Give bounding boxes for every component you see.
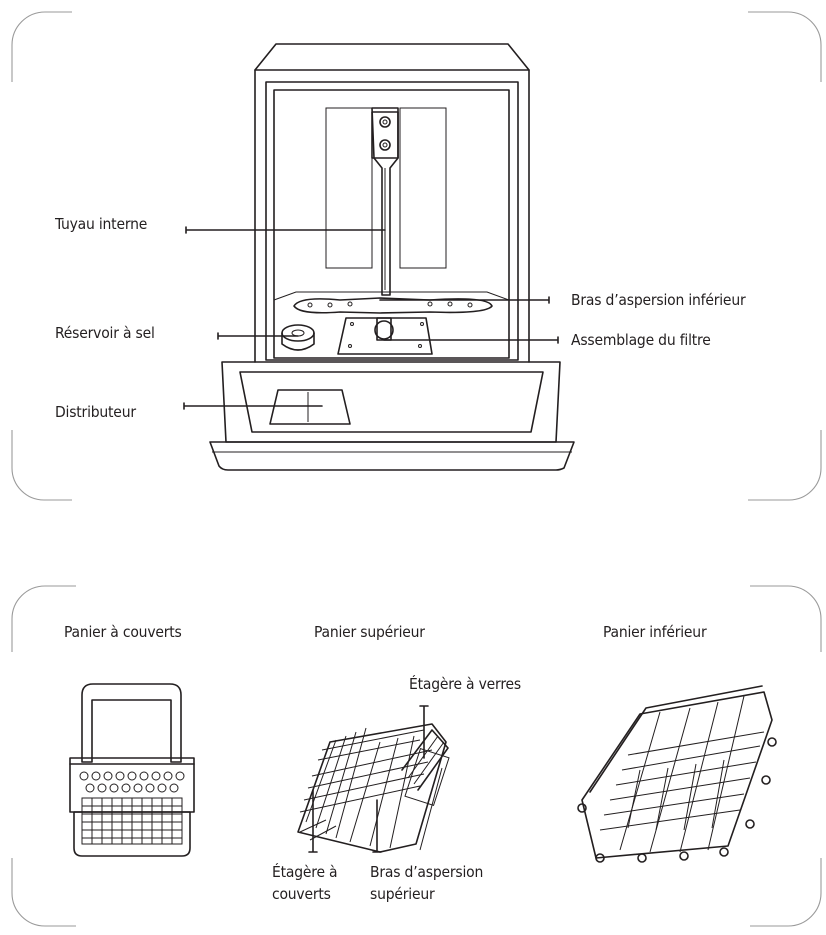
label-cup-shelf: Étagère à verres bbox=[409, 675, 521, 693]
dishwasher-illustration bbox=[209, 43, 575, 471]
label-lower-spray-arm: Bras d’aspersion inférieur bbox=[571, 291, 746, 309]
label-upper-basket: Panier supérieur bbox=[314, 623, 425, 641]
label-dispenser: Distributeur bbox=[55, 403, 136, 421]
label-salt-container: Réservoir à sel bbox=[55, 324, 155, 342]
cutlery-basket-illustration bbox=[69, 683, 195, 857]
bottom-panel-frame bbox=[11, 585, 822, 927]
label-cutlery-shelf: Étagère à couverts bbox=[272, 863, 338, 903]
lower-basket-illustration bbox=[577, 685, 777, 863]
upper-basket-illustration bbox=[297, 723, 450, 853]
label-lower-basket: Panier inférieur bbox=[603, 623, 707, 641]
label-internal-pipe: Tuyau interne bbox=[55, 215, 148, 233]
label-cutlery-basket: Panier à couverts bbox=[64, 623, 182, 641]
top-leader-lines bbox=[183, 226, 559, 410]
top-panel-frame bbox=[11, 11, 822, 501]
upper-basket-leader-lines bbox=[308, 705, 429, 853]
label-upper-spray-arm: Bras d’aspersion supérieur bbox=[370, 863, 484, 903]
label-filter-assembly: Assemblage du filtre bbox=[571, 331, 711, 349]
